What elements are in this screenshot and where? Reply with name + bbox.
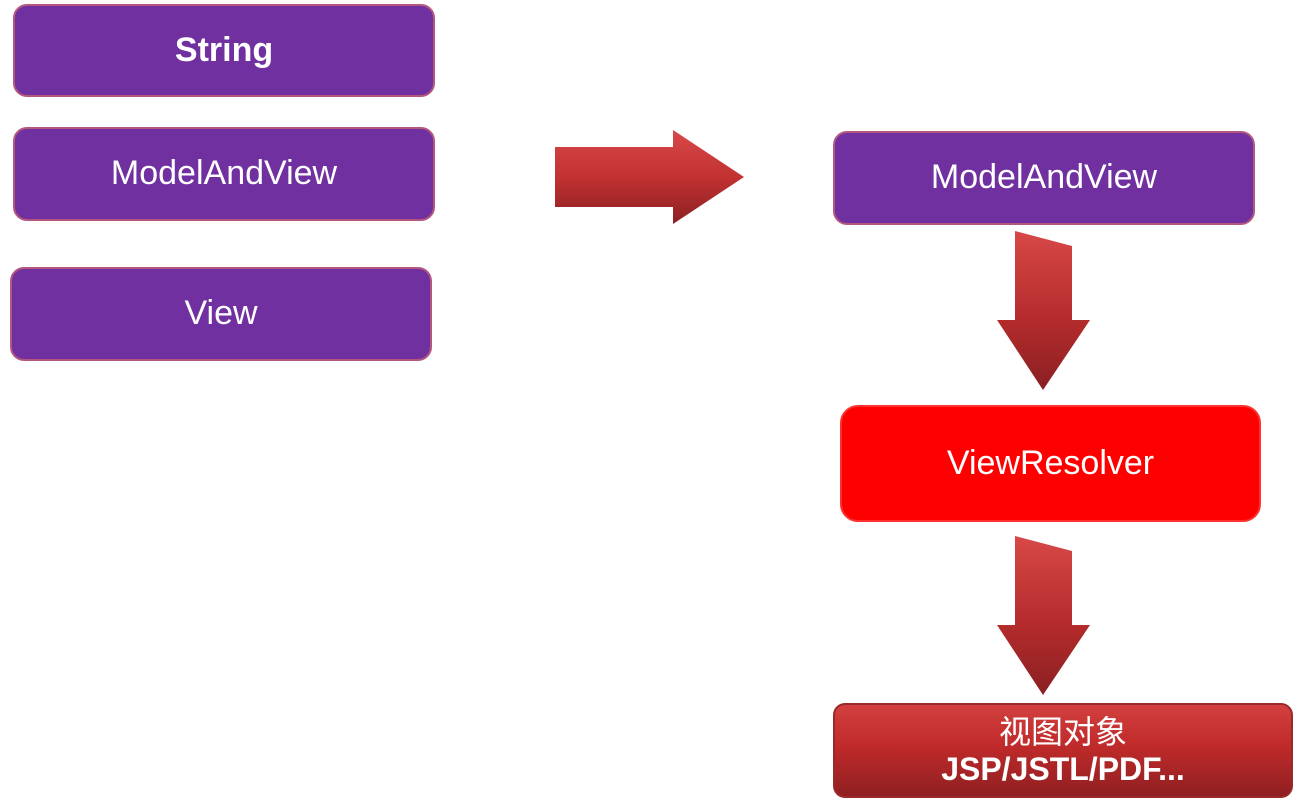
- right-arrow-icon: [555, 130, 744, 224]
- view-label: View: [184, 294, 258, 333]
- down-arrow-icon-2: [997, 536, 1090, 695]
- modelandview-label-right: ModelAndView: [930, 158, 1158, 197]
- viewresolver-label: ViewResolver: [946, 443, 1155, 482]
- down-arrow-icon-1: [997, 231, 1090, 390]
- modelandview-box-right: ModelAndView: [833, 131, 1255, 225]
- view-object-types: JSP/JSTL/PDF...: [941, 750, 1185, 787]
- view-object-label: 视图对象: [998, 712, 1127, 751]
- modelandview-label-left: ModelAndView: [110, 154, 338, 193]
- view-object-box: 视图对象 JSP/JSTL/PDF...: [833, 703, 1293, 798]
- view-box: View: [10, 267, 432, 361]
- viewresolver-box: ViewResolver: [840, 405, 1261, 522]
- string-label: String: [174, 30, 274, 69]
- string-box: String: [13, 4, 435, 97]
- modelandview-box-left: ModelAndView: [13, 127, 435, 221]
